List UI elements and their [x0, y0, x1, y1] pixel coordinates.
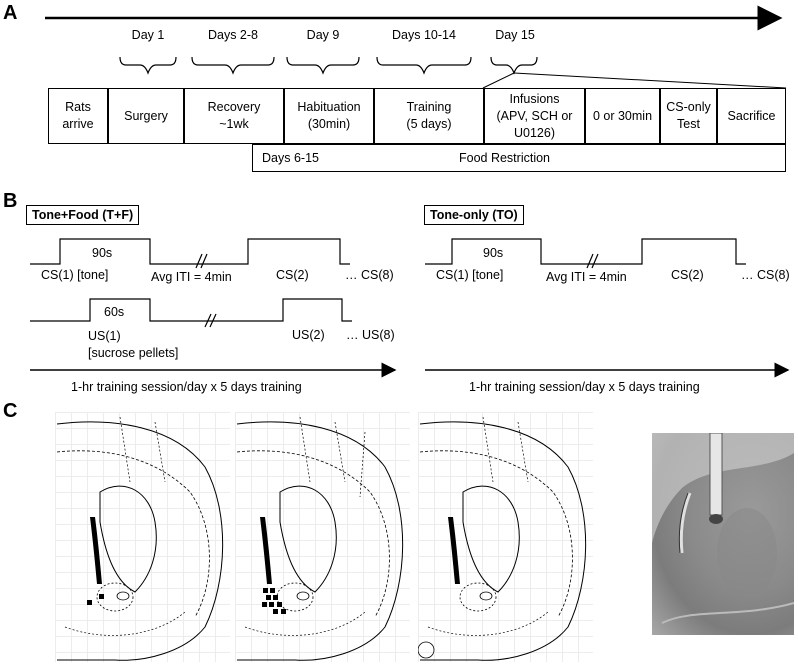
restriction-days: Days 6-15 — [262, 150, 319, 165]
atlas-drawing-2 — [236, 416, 404, 661]
tf-cs1: CS(1) [tone] — [41, 268, 109, 282]
box-infusions: Infusions (APV, SCH or U0126) — [484, 88, 585, 144]
to-cs-duration: 90s — [483, 246, 504, 260]
tf-us-trace — [30, 298, 352, 322]
to-iti: Avg ITI = 4min — [546, 270, 627, 284]
tf-us1: US(1) [sucrose pellets] — [88, 329, 179, 360]
tf-title: Tone+Food (T+F) — [26, 205, 140, 225]
to-cs8: … CS(8) — [741, 268, 790, 282]
box-rats-arrive: Rats arrive — [48, 88, 108, 144]
delay-label: 0 or 30min — [592, 109, 653, 123]
box-recovery: Recovery ~1wk — [184, 88, 284, 144]
day-label-5: Day 15 — [495, 28, 535, 42]
histology-photo — [652, 433, 794, 635]
to-session: 1-hr training session/day x 5 days train… — [469, 380, 700, 394]
atlas-drawing-1 — [56, 416, 224, 661]
box-habituation: Habituation (30min) — [284, 88, 374, 144]
atlas-section-1 — [55, 412, 230, 662]
atlas-drawing-3 — [418, 416, 587, 661]
to-cs1: CS(1) [tone] — [436, 268, 504, 282]
tf-session: 1-hr training session/day x 5 days train… — [71, 380, 302, 394]
tf-us8: … US(8) — [346, 328, 395, 342]
tf-cs-duration: 90s — [92, 246, 113, 260]
to-cs2: CS(2) — [671, 268, 704, 282]
atlas-section-3 — [418, 412, 593, 662]
box-surgery: Surgery — [108, 88, 184, 144]
box-training: Training (5 days) — [374, 88, 484, 144]
panel-label-a: A — [3, 2, 18, 24]
tf-cs-trace — [30, 238, 350, 265]
histology-drawing — [652, 433, 794, 624]
restriction-label: Food Restriction — [458, 150, 550, 165]
box-cs-test: CS-only Test — [660, 88, 717, 144]
atlas-section-2 — [235, 412, 410, 662]
day-label-1: Day 1 — [131, 28, 165, 42]
to-title: Tone-only (TO) — [424, 205, 524, 225]
tf-cs8: … CS(8) — [345, 268, 394, 282]
food-restriction-bar: Days 6-15 Food Restriction — [252, 144, 786, 172]
day-label-4: Days 10-14 — [392, 28, 456, 42]
day-label-3: Day 9 — [306, 28, 340, 42]
tf-cs2: CS(2) — [276, 268, 309, 282]
box-sacrifice: Sacrifice — [717, 88, 786, 144]
tf-us2: US(2) — [292, 328, 325, 342]
tf-iti: Avg ITI = 4min — [151, 270, 232, 284]
day-label-2: Days 2-8 — [207, 28, 259, 42]
to-cs-trace — [425, 238, 746, 265]
box-delay: 0 or 30min — [585, 88, 660, 144]
tf-us-duration: 60s — [104, 305, 125, 319]
day-braces — [119, 56, 538, 75]
panel-label-b: B — [3, 190, 18, 212]
panel-label-c: C — [3, 400, 18, 422]
